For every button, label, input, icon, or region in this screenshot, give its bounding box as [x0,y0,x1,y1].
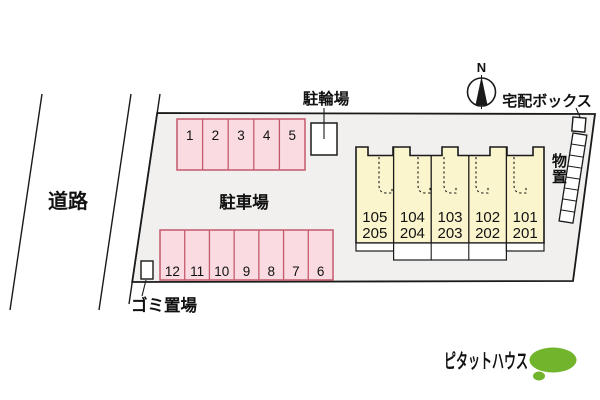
delivery-box-box [571,116,587,133]
bike-parking-label: 駐輪場 [303,89,350,108]
parking-space-number: 8 [267,264,275,279]
parking-space-number: 7 [292,264,300,279]
parking-space-number: 9 [243,264,251,279]
storage-cell-divider [564,187,579,191]
north-compass-icon: N [466,60,497,109]
plot-left-edge-line [128,93,161,305]
delivery-box-label: 宅配ボックス [502,92,592,110]
parking-row-bottom: 12 11 10 9 8 7 6 [159,229,334,281]
parking-space-number: 4 [263,128,271,143]
storage-cell-divider [571,143,586,147]
storage-label-char1: 物 [552,152,567,170]
parking-lot-label: 駐車場 [219,192,269,212]
bike-parking: 駐輪場 [303,89,350,156]
balcony [355,242,395,252]
logo-text: ピタットハウス [444,350,528,373]
balcony [505,242,545,252]
delivery-box-leader-line [575,107,581,118]
parking-space-number: 12 [165,264,180,279]
parking-space-number: 5 [288,128,296,143]
garbage-label: ゴミ置場 [131,295,198,315]
unit-number-first-floor: 103 [437,209,462,226]
parking-row-top: 1 2 3 4 5 [176,118,306,171]
entrance-path [475,157,489,194]
parking-space-number: 3 [237,128,245,143]
storage-cell-divider [567,165,582,169]
parking-space-number: 1 [186,128,194,143]
garbage-box [140,260,154,280]
parking-row-outline [159,229,334,281]
balcony [393,242,508,261]
storage-label-char2: 置 [552,169,567,186]
garbage-area: ゴミ置場 [131,260,198,315]
unit-number-second-floor: 202 [475,225,500,242]
logo-bubble-dot-icon [533,371,545,381]
pitat-house-logo: ピタットハウス [444,347,577,381]
logo-bubble-icon [529,347,577,373]
storage-row: 物 置 [552,132,588,224]
unit-number-first-floor: 102 [475,209,500,226]
parking-space-number: 11 [190,264,204,279]
unit-number-second-floor: 203 [437,225,462,242]
parking-space-number: 6 [317,264,325,279]
unit-number-first-floor: 101 [513,209,538,226]
compass-needle [475,76,488,105]
unit-number-second-floor: 204 [400,225,425,242]
road-line-left [9,93,43,311]
entrance-path [513,157,527,194]
road-line-right [98,93,132,311]
parking-row-outline [176,118,306,171]
storage-cell-divider [560,209,575,213]
unit-number-first-floor: 104 [400,209,425,226]
garbage-leader-line [141,279,147,297]
unit-number-first-floor: 105 [362,209,387,226]
unit-number-second-floor: 205 [362,225,387,242]
building-outline [355,146,545,244]
north-label: N [477,60,486,75]
delivery-box: 宅配ボックス [502,92,592,133]
road: 道路 [9,93,132,311]
entrance-path [443,157,457,194]
storage-cell-divider [565,176,580,180]
entrance-path [417,157,431,194]
parking-space-number: 2 [212,128,220,143]
parking-space-number: 10 [214,264,229,279]
entrance-dashed-paths [378,157,527,194]
road-label: 道路 [48,189,89,213]
unit-number-second-floor: 201 [513,225,538,242]
storage-cell-divider [562,198,577,202]
storage-cell-divider [569,154,584,158]
entrance-path [378,157,393,194]
